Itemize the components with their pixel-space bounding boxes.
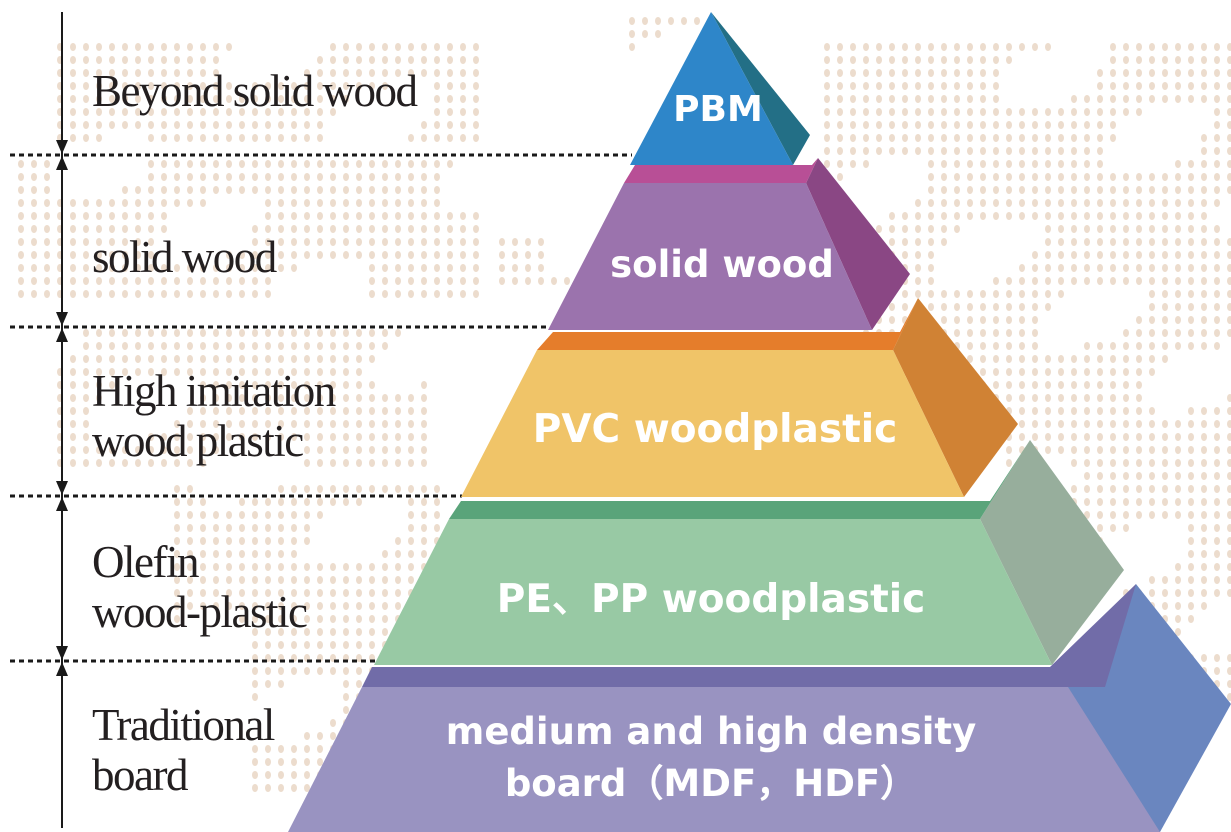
tier-pe-pp [374, 440, 1124, 665]
side-label-line: Beyond solid wood [92, 66, 418, 116]
side-label-line: solid wood [92, 232, 277, 282]
tier-side-face [980, 440, 1124, 665]
tier-label-solid-wood: solid wood [610, 243, 834, 286]
arrow-up-icon [56, 328, 68, 342]
tier-label-pvc: PVC woodplastic [533, 407, 897, 452]
tier-side-face [806, 158, 910, 330]
arrow-down-icon [56, 481, 68, 495]
tier-label-mdf-hdf-line2: board（MDF，HDF） [505, 762, 917, 805]
tier-label-pe-pp: PE、PP woodplastic [497, 577, 925, 622]
tier-top-face [362, 584, 1136, 687]
arrow-up-icon [56, 156, 68, 170]
tier-pvc [461, 298, 1018, 497]
side-label-traditional: Traditional board [92, 700, 275, 800]
tier-front-face [288, 687, 1160, 832]
tier-solid-wood [548, 158, 910, 330]
arrow-down-icon [56, 646, 68, 660]
tier-front-face [630, 12, 793, 165]
tier-label-mdf-hdf: medium and high density [446, 710, 976, 753]
tier-mdf-hdf [288, 584, 1231, 832]
side-label-solid-wood: solid wood [92, 232, 277, 282]
side-label-line: board [92, 750, 188, 800]
side-label-line: High imitation [92, 366, 336, 416]
arrow-up-icon [56, 497, 68, 511]
tier-front-face [374, 519, 1052, 665]
tier-top-face [624, 158, 818, 183]
tier-label-pbm: PBM [673, 89, 763, 130]
tier-side-face [711, 12, 810, 165]
tier-front-face [548, 183, 872, 330]
side-label-beyond-solid-wood: Beyond solid wood [92, 66, 418, 116]
tier-side-face [893, 298, 1018, 497]
arrow-down-icon [56, 312, 68, 326]
level-divider-lines [10, 153, 632, 663]
arrow-up-icon [56, 662, 68, 676]
tier-front-face [461, 350, 964, 497]
side-label-line: Olefin [92, 537, 199, 587]
tier-top-face [537, 298, 918, 350]
tier-pbm [630, 12, 810, 165]
axis-arrows [56, 140, 68, 676]
tier-top-face [449, 440, 1030, 519]
side-label-olefin: Olefin wood-plastic [92, 537, 308, 637]
arrow-down-icon [56, 140, 68, 154]
side-label-line: Traditional [92, 700, 275, 750]
side-label-high-imitation: High imitation wood plastic [92, 366, 336, 466]
side-label-line: wood-plastic [92, 587, 308, 637]
side-label-line: wood plastic [92, 416, 304, 466]
